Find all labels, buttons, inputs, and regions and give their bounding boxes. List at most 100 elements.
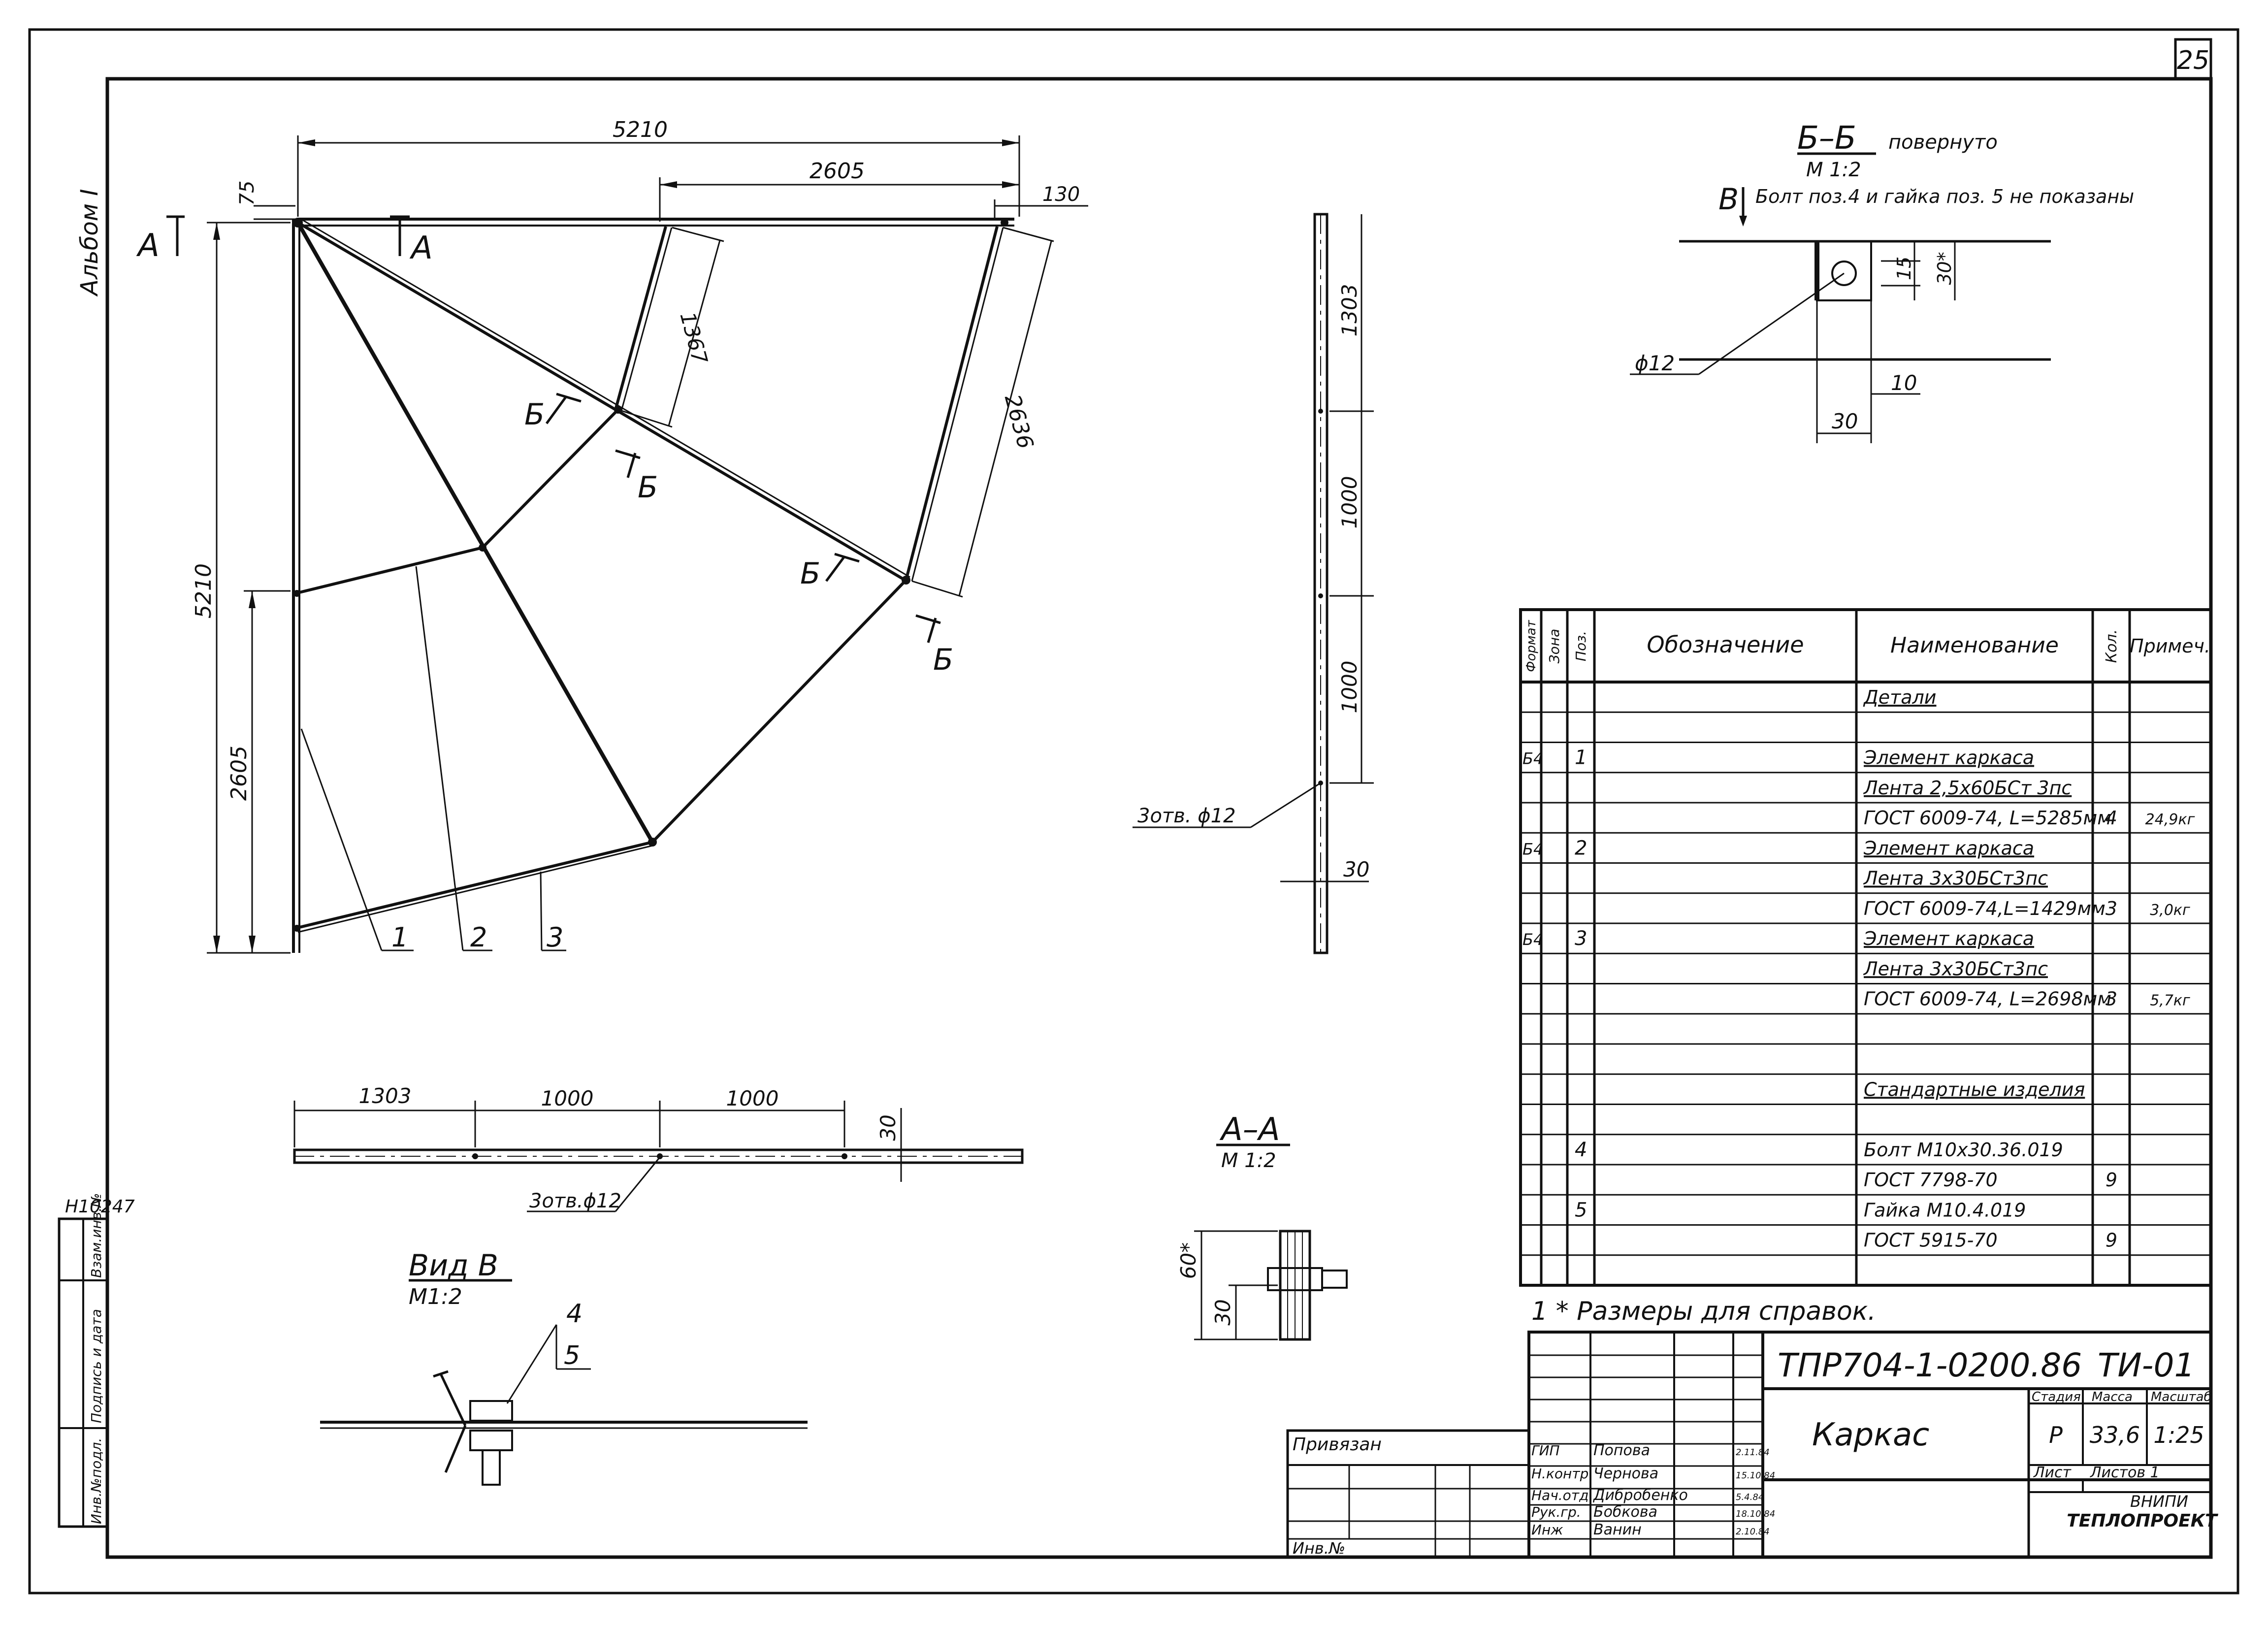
callout-3: 3 bbox=[547, 922, 563, 953]
tb-inv-label: Инв.№ bbox=[1293, 1539, 1345, 1558]
side-view-dim-1: 1303 bbox=[1337, 284, 1361, 337]
side-field-inv: Инв.№подл. bbox=[88, 1438, 104, 1524]
section-aa-title: А–А bbox=[1219, 1111, 1280, 1148]
spec-cell-fmt: Б4 bbox=[1523, 930, 1543, 949]
tb-stage: Р bbox=[2049, 1422, 2063, 1448]
bottom-view-holes: 3отв.ϕ12 bbox=[529, 1190, 621, 1212]
tb-mass: 33,6 bbox=[2090, 1422, 2140, 1448]
spec-cell-note: 24,9кг bbox=[2145, 811, 2195, 828]
spec-cell-name: ГОСТ 7798-70 bbox=[1864, 1169, 1998, 1191]
spec-cell-fmt: Б4 bbox=[1523, 840, 1543, 858]
section-bb-rotated: повернуто bbox=[1888, 131, 1998, 154]
spec-cell-pos: 4 bbox=[1575, 1139, 1587, 1161]
tb-stage-label: Стадия bbox=[2032, 1390, 2081, 1404]
section-bb-dim-10: 10 bbox=[1891, 371, 1917, 395]
side-view-dim-2: 1000 bbox=[1337, 476, 1361, 529]
tb-scale: 1:25 bbox=[2153, 1422, 2204, 1448]
side-field-replace: Взам.инв.№ bbox=[88, 1193, 104, 1278]
bottom-view-dim-4: 30 bbox=[876, 1114, 900, 1140]
staff-role: Н.контр. bbox=[1531, 1466, 1593, 1482]
sheet-number: 25 bbox=[2177, 46, 2209, 75]
dim-member-outer: 2636 bbox=[1000, 392, 1038, 452]
section-a-mark-left: А bbox=[136, 228, 160, 264]
spec-cell-qty: 4 bbox=[2106, 807, 2117, 829]
side-view-dim-4: 30 bbox=[1343, 857, 1369, 881]
section-bb-view-mark: В bbox=[1718, 182, 1739, 217]
spec-cell-pos: 1 bbox=[1575, 747, 1587, 769]
tb-sheets-label: Листов 1 bbox=[2090, 1464, 2160, 1481]
tb-org-line1: ВНИПИ bbox=[2130, 1492, 2188, 1511]
bottom-view-dim-2: 1000 bbox=[541, 1086, 594, 1110]
view-b-callout-5: 5 bbox=[564, 1341, 580, 1370]
title-block: Привязан Инв.№ ТПР704-1-0200.86 ТИ-01 Ка… bbox=[1286, 1331, 2218, 1559]
section-a-mark-right: А bbox=[409, 230, 433, 266]
spec-table: Формат Зона Поз. Обозначение Наименовани… bbox=[1519, 608, 2212, 1287]
spec-cell-name: Элемент каркаса bbox=[1863, 747, 2034, 769]
section-b-mark-2: Б bbox=[638, 470, 658, 505]
spec-cell-name: Лента 2,5х60БСт 3пс bbox=[1863, 777, 2072, 799]
tb-mass-label: Масса bbox=[2092, 1390, 2133, 1404]
dim-top-total: 5210 bbox=[613, 117, 668, 142]
staff-date: 15.10.84 bbox=[1736, 1470, 1775, 1481]
side-inv-number: H10247 bbox=[65, 1197, 135, 1217]
spec-header-pos: Поз. bbox=[1573, 631, 1589, 661]
spec-header-note: Примеч. bbox=[2130, 635, 2210, 657]
callout-1: 1 bbox=[391, 922, 408, 953]
staff-role: Рук.гр. bbox=[1531, 1504, 1581, 1520]
tb-scale-label: Масштаб bbox=[2151, 1390, 2212, 1404]
staff-role: Инж bbox=[1531, 1522, 1563, 1538]
spec-header-zone: Зона bbox=[1546, 629, 1562, 664]
spec-cell-name: ГОСТ 6009-74, L=5285мм bbox=[1864, 807, 2111, 829]
spec-cell-name: Лента 3х30БСт3пс bbox=[1863, 958, 2048, 979]
staff-name: Ванин bbox=[1593, 1521, 1642, 1538]
section-bb-title: Б–Б bbox=[1797, 120, 1856, 157]
view-b-title: Вид В bbox=[409, 1248, 498, 1283]
staff-date: 2.10.84 bbox=[1736, 1527, 1770, 1537]
spec-cell-name: Стандартные изделия bbox=[1864, 1078, 2085, 1100]
spec-cell-qty: 9 bbox=[2106, 1230, 2117, 1251]
spec-cell-name: Гайка М10.4.019 bbox=[1864, 1199, 2026, 1221]
tb-sheet-label: Лист bbox=[2033, 1464, 2072, 1481]
section-bb-note: Болт поз.4 и гайка поз. 5 не показаны bbox=[1755, 186, 2134, 207]
spec-cell-name: Болт М10х30.36.019 bbox=[1864, 1139, 2063, 1161]
side-strip: H10247 Инв.№подл. Подпись и дата Взам.ин… bbox=[58, 1193, 135, 1528]
spec-header-name: Наименование bbox=[1890, 633, 2059, 658]
dim-top-right: 130 bbox=[1042, 183, 1080, 206]
view-b: Вид В М1:2 4 5 bbox=[320, 1248, 808, 1486]
section-bb-dim-30s: 30* bbox=[1934, 252, 1955, 285]
tb-doc-type: ТИ-01 bbox=[2098, 1346, 2195, 1384]
tb-org-line2: ТЕПЛОПРОЕКТ bbox=[2067, 1511, 2218, 1531]
spec-cell-note: 3,0кг bbox=[2150, 902, 2190, 919]
bottom-strip-view: 1303 1000 1000 30 3отв.ϕ12 bbox=[293, 1084, 1024, 1212]
staff-role: Нач.отд. bbox=[1531, 1487, 1593, 1503]
tb-drawing-name: Каркас bbox=[1812, 1417, 1929, 1453]
dim-member-inner: 1367 bbox=[676, 309, 713, 366]
spec-header-format: Формат bbox=[1524, 619, 1539, 672]
spec-cell-pos: 3 bbox=[1575, 927, 1587, 950]
staff-name: Чернова bbox=[1593, 1465, 1658, 1482]
staff-name: Попова bbox=[1593, 1442, 1650, 1459]
spec-cell-name: ГОСТ 5915-70 bbox=[1864, 1230, 1998, 1251]
staff-name: Дибробенко bbox=[1592, 1487, 1688, 1504]
staff-date: 18.10.84 bbox=[1736, 1509, 1775, 1519]
staff-name: Бобкова bbox=[1593, 1503, 1657, 1521]
spec-header-qty: Кол. bbox=[2103, 629, 2120, 663]
section-bb-hole: ϕ12 bbox=[1635, 351, 1675, 375]
staff-date: 5.4.84 bbox=[1736, 1492, 1764, 1502]
tb-bound-label: Привязан bbox=[1293, 1434, 1382, 1455]
dim-left-half: 2605 bbox=[227, 746, 252, 801]
spec-cell-name: Элемент каркаса bbox=[1863, 837, 2034, 859]
side-view-holes: 3отв. ϕ12 bbox=[1137, 805, 1236, 827]
dim-top-half: 2605 bbox=[810, 159, 865, 184]
spec-cell-qty: 9 bbox=[2106, 1169, 2117, 1191]
spec-cell-qty: 3 bbox=[2106, 898, 2117, 919]
spec-cell-name: ГОСТ 6009-74,L=1429мм bbox=[1864, 898, 2106, 919]
view-b-scale: М1:2 bbox=[409, 1284, 462, 1309]
section-b-mark-1: Б bbox=[524, 397, 545, 432]
section-bb: Б–Б повернуто М 1:2 В Болт поз.4 и гайка… bbox=[1630, 120, 2134, 443]
section-bb-dim-30: 30 bbox=[1832, 409, 1858, 433]
dim-left-total: 5210 bbox=[191, 563, 216, 619]
